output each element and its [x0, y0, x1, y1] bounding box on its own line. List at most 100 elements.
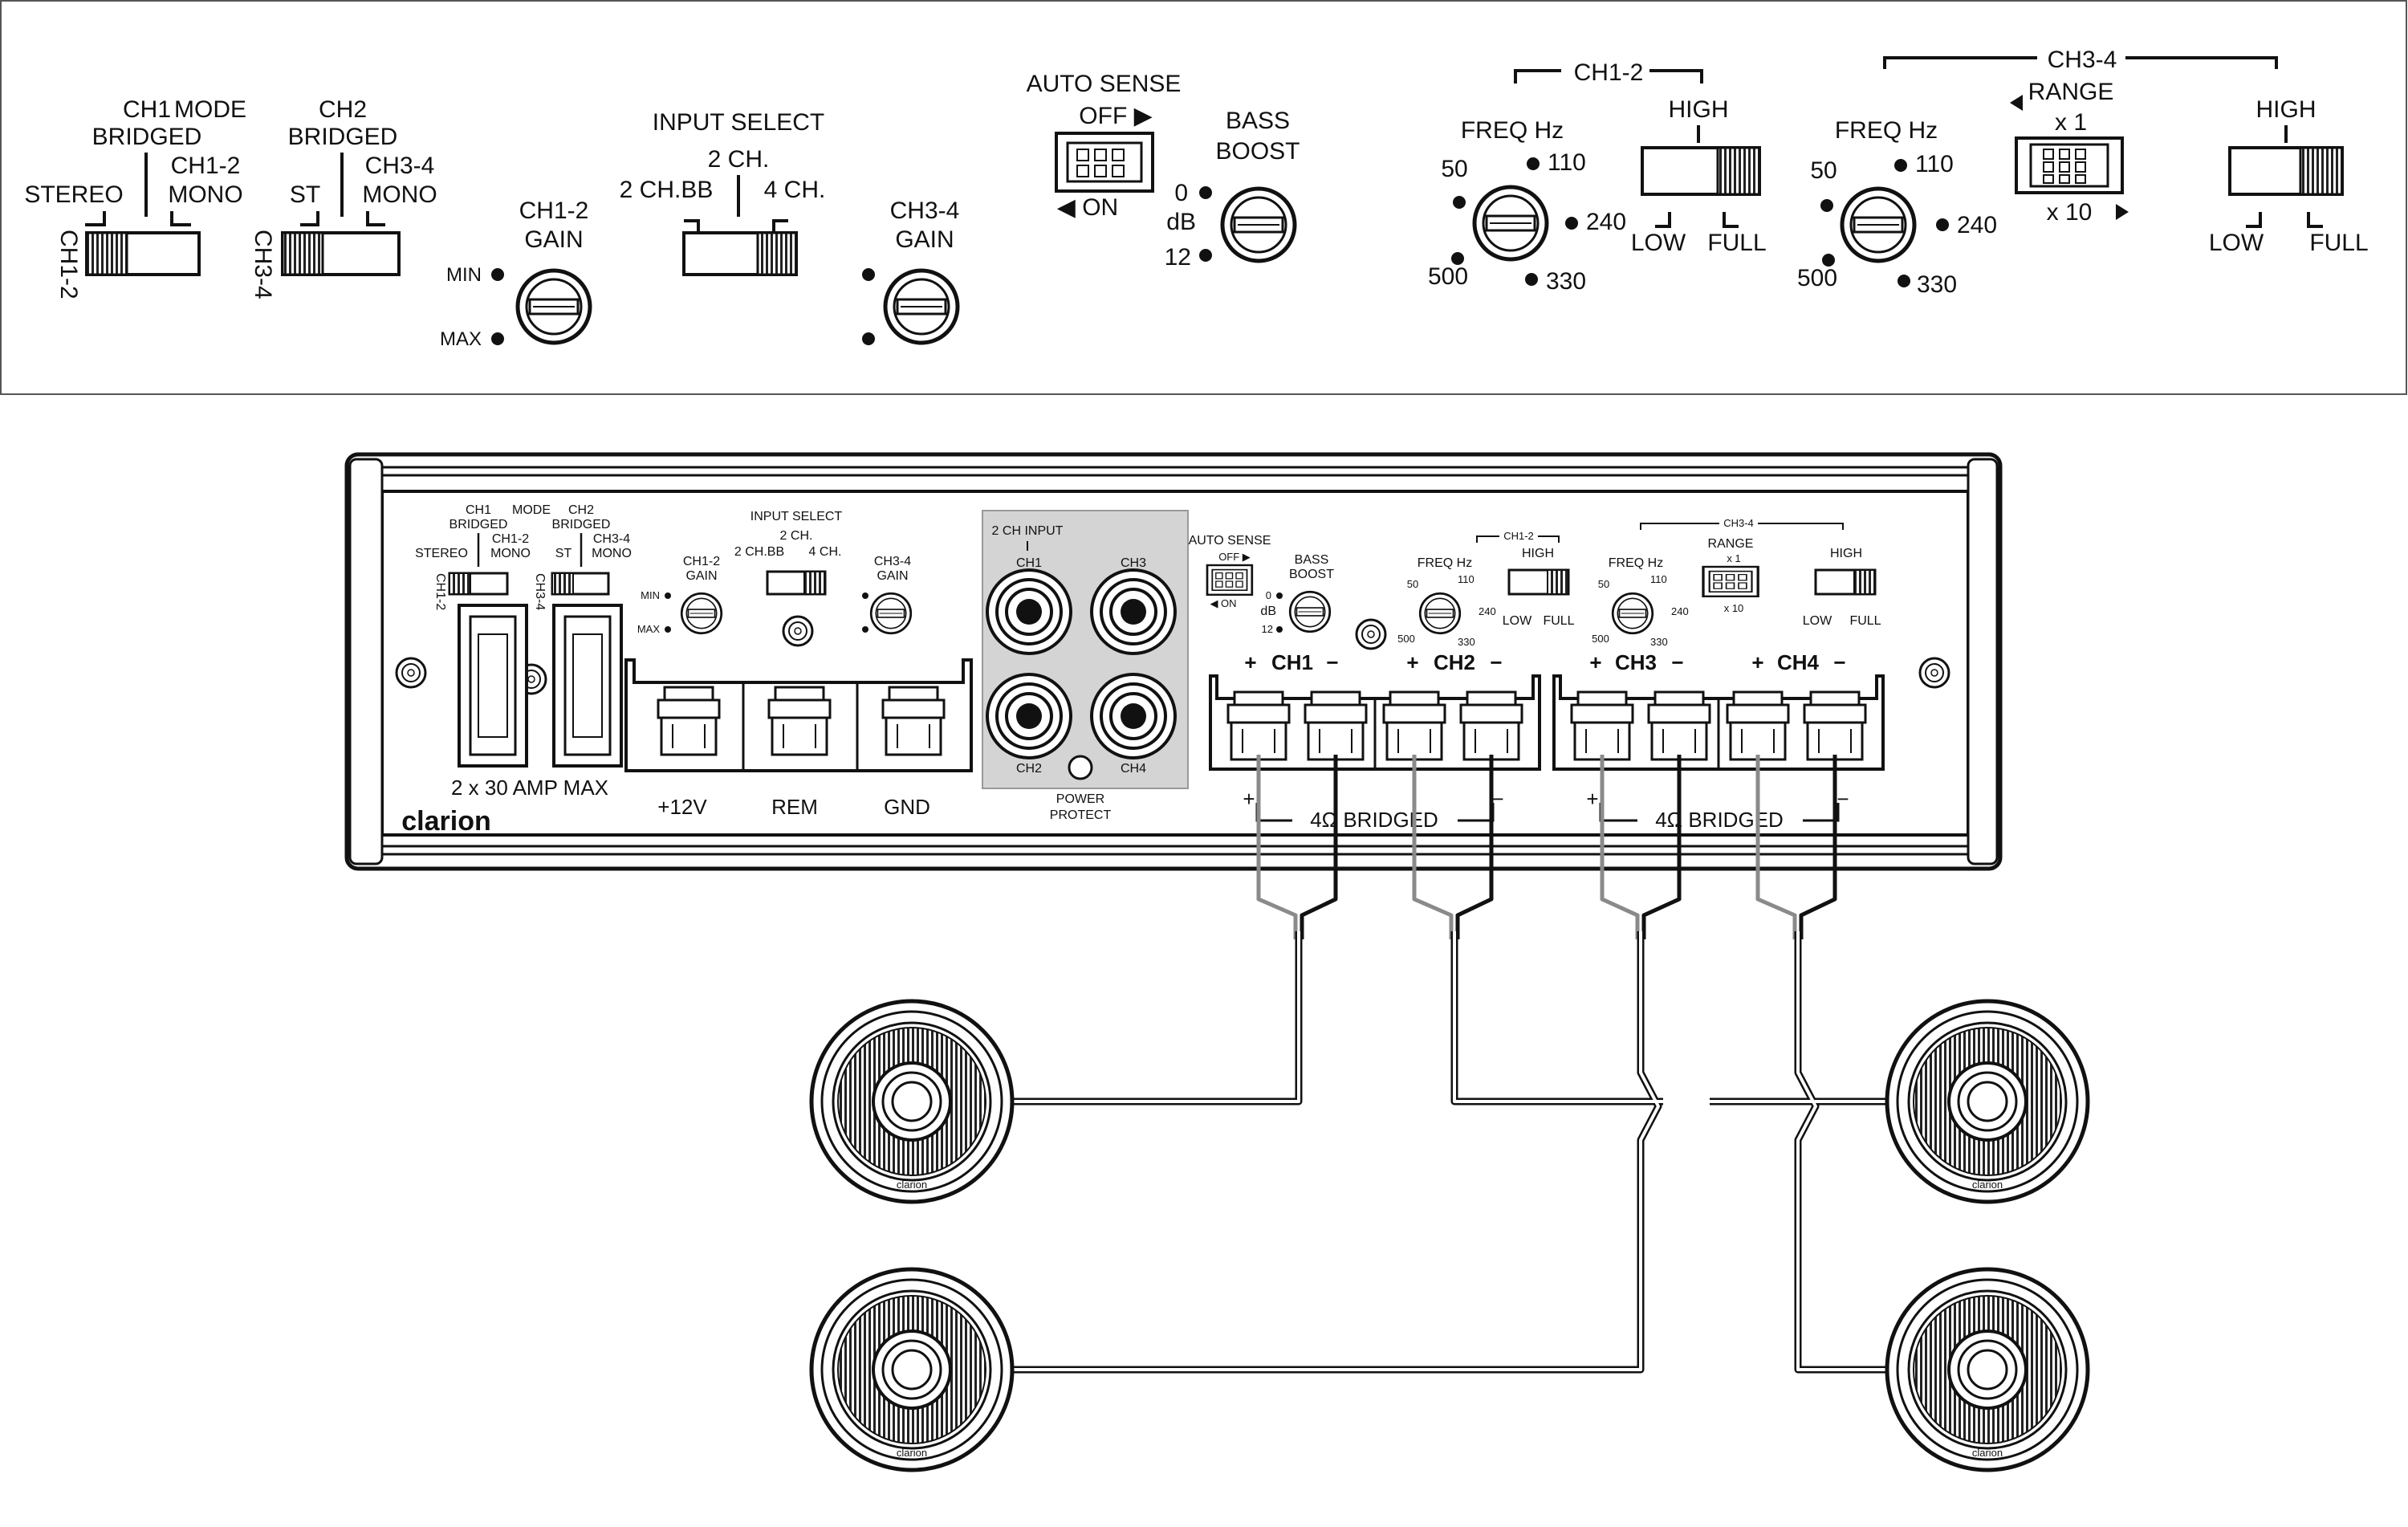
mode-ch34-switch[interactable] — [281, 231, 401, 276]
output-ch1-minus[interactable] — [1304, 690, 1368, 761]
amp-xo12-knob[interactable] — [1418, 592, 1462, 635]
mode-st-label: ST — [290, 181, 320, 208]
fuse-right — [552, 604, 623, 768]
rca-input-panel: 2 CH INPUT CH1 CH3 CH2 CH4 POWER PROTECT — [982, 510, 1189, 822]
mount-screw-left — [395, 657, 427, 689]
output-ch4-minus[interactable] — [1803, 690, 1867, 761]
xover-ch34-x1-label: x 1 — [2055, 109, 2087, 136]
ch2-label: CH2 — [1434, 650, 1475, 674]
amp-xo34-group: CH3-4 — [1723, 517, 1754, 529]
auto-sense-section: AUTO SENSE OFF ▶ ◀ ON — [1027, 71, 1182, 221]
amp-mode-stereo: STEREO — [415, 547, 468, 560]
mode-ch12-switch[interactable] — [85, 231, 201, 276]
auto-sense-dip-switch[interactable] — [1055, 132, 1154, 193]
speaker-outputs: + CH1 − + CH2 − + CH3 − + CH4 − 4Ω BRIDG… — [1209, 650, 1885, 832]
auto-sense-off-label: OFF ▶ — [1079, 103, 1152, 129]
amp-gain-gain1: GAIN — [685, 569, 717, 583]
input-2ch-label: 2 CH. — [708, 146, 770, 173]
xover-ch34-x10-label: x 10 — [2047, 199, 2093, 226]
amp-input-2ch: 2 CH. — [780, 529, 813, 543]
auto-sense-label: AUTO SENSE — [1027, 71, 1182, 97]
rca-jack-ch2[interactable] — [986, 673, 1072, 759]
mode-ch12-mono-label: CH1-2 — [171, 153, 241, 179]
mode-section: MODE CH1 CH2 BRIDGED BRIDGED CH1-2 MONO … — [24, 96, 437, 299]
input-4ch-label: 4 CH. — [764, 177, 826, 203]
amp-xo34-240: 240 — [1671, 605, 1689, 617]
gain-ch12-gain-label: GAIN — [524, 226, 583, 253]
amp-xo34-x1: x 1 — [1727, 552, 1740, 564]
amp-xo12-full: FULL — [1543, 614, 1574, 628]
amp-gain-ch34: CH3-4 — [874, 555, 911, 568]
mode-ch34-mono-word: MONO — [362, 181, 437, 208]
input-select-switch[interactable] — [682, 231, 798, 276]
output-ch4-plus[interactable] — [1726, 690, 1790, 761]
amp-xo34-knob[interactable] — [1611, 592, 1654, 635]
amp-mode-mono2: MONO — [592, 547, 632, 560]
rca-jack-ch1[interactable] — [986, 568, 1072, 655]
ch2-minus-sign: − — [1490, 650, 1502, 674]
amp-xo34-range-switch[interactable] — [1702, 565, 1759, 598]
gain-ch12-section: CH1-2 GAIN MIN MAX — [440, 197, 590, 350]
terminal-rem[interactable] — [767, 686, 832, 756]
xover-ch34-110: 110 — [1915, 151, 1954, 177]
speaker-front-left: clarion — [811, 1001, 1012, 1202]
bass-boost-knob[interactable] — [1222, 189, 1295, 261]
xover-ch12-110: 110 — [1548, 149, 1586, 176]
xover-ch34-freq-knob[interactable] — [1842, 189, 1914, 261]
amp-mode-ch1: CH1 — [466, 503, 491, 517]
amp-mode-bridged1: BRIDGED — [449, 518, 508, 531]
amp-auto-sense: AUTO SENSE — [1189, 534, 1271, 548]
amp-mode-mono1: MONO — [490, 547, 531, 560]
xover-ch34-50: 50 — [1810, 157, 1837, 184]
boost-label: BOOST — [1215, 138, 1300, 165]
speaker-fr-brand: clarion — [1972, 1179, 2003, 1191]
ch4-label: CH4 — [1777, 650, 1820, 674]
amp-xo12-high: HIGH — [1522, 547, 1554, 560]
amp-gain-ch12-knob[interactable] — [680, 592, 723, 635]
output-ch2-plus[interactable] — [1382, 690, 1446, 761]
amp-gain-gain2: GAIN — [877, 569, 908, 583]
fuse-rating-label: 2 x 30 AMP MAX — [451, 776, 608, 800]
amp-bass-12: 12 — [1262, 623, 1273, 635]
rca-ch2-label: CH2 — [1016, 762, 1042, 776]
amp-mode-ch34-side: CH3-4 — [533, 573, 547, 610]
speaker-rr-brand: clarion — [1972, 1447, 2003, 1459]
amp-bass-0: 0 — [1266, 589, 1271, 601]
amp-xo34-high: HIGH — [1830, 547, 1862, 560]
xover-ch34-range-dip-switch[interactable] — [2015, 136, 2124, 194]
amp-gain-max: MAX — [637, 623, 661, 635]
xover-ch34-high-label: HIGH — [2256, 96, 2316, 123]
xover-ch12-filter-switch[interactable] — [1641, 146, 1761, 196]
rca-jack-ch3[interactable] — [1090, 568, 1177, 655]
bridged-34-plus: + — [1586, 787, 1598, 811]
ch1-label: CH1 — [1271, 650, 1313, 674]
mode-ch2-bridged-label: BRIDGED — [288, 124, 398, 150]
ch3-label: CH3 — [1615, 650, 1657, 674]
bass-db-label: dB — [1166, 209, 1196, 235]
xover-ch12-freq-knob[interactable] — [1474, 187, 1547, 259]
xover-ch34-filter-switch[interactable] — [2228, 146, 2344, 196]
terminal-12v[interactable] — [657, 686, 721, 756]
amp-xo34-50: 50 — [1598, 578, 1609, 590]
amp-bass-knob[interactable] — [1288, 590, 1332, 633]
output-ch3-minus[interactable] — [1647, 690, 1711, 761]
terminal-gnd[interactable] — [881, 686, 946, 756]
output-ch1-plus[interactable] — [1226, 690, 1291, 761]
gain-ch12-knob[interactable] — [518, 271, 590, 343]
output-ch2-minus[interactable] — [1459, 690, 1523, 761]
amp-gain-mini: CH1-2 GAIN MIN MAX CH3-4 GAIN INPUT SELE… — [637, 510, 913, 635]
output-ch3-plus[interactable] — [1570, 690, 1634, 761]
amp-auto-on: ◀ ON — [1210, 597, 1236, 609]
amp-mode-ch2: CH2 — [568, 503, 594, 517]
speaker-wiring — [986, 755, 1901, 1374]
amp-auto-sense-switch[interactable] — [1206, 564, 1254, 597]
amp-gain-min: MIN — [641, 589, 660, 601]
xover-ch12-240: 240 — [1586, 209, 1626, 235]
amp-mode-bridged2: BRIDGED — [552, 518, 611, 531]
amp-gain-ch34-knob[interactable] — [869, 592, 913, 635]
rca-jack-ch4[interactable] — [1090, 673, 1177, 759]
fuse-left — [458, 604, 528, 768]
gain-ch34-knob[interactable] — [885, 271, 958, 343]
amp-xo12-240: 240 — [1479, 605, 1496, 617]
